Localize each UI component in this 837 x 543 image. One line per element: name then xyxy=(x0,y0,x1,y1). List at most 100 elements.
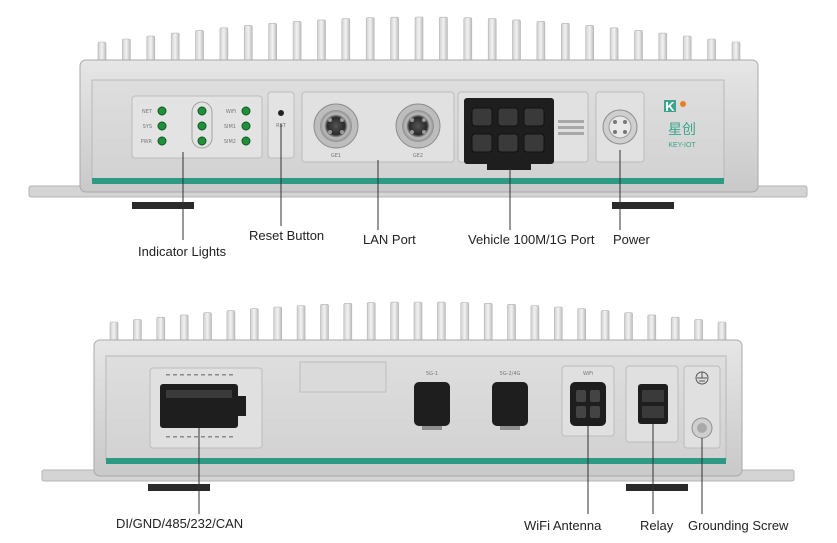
terminal-pin-marker xyxy=(208,374,212,376)
terminal-pin-marker xyxy=(166,374,170,376)
top-device: NET SYS PWR WiFi SIM1 SIM2 RST xyxy=(28,16,808,209)
terminal-pin-marker xyxy=(222,436,226,438)
callout-grounding-screw: Grounding Screw xyxy=(688,518,789,533)
reset-button[interactable] xyxy=(278,110,284,116)
led-sys xyxy=(157,121,167,131)
heat-sink-fin xyxy=(512,19,521,67)
grounding-panel xyxy=(683,365,721,449)
ground-symbol-icon xyxy=(695,371,709,385)
terminal-pin-marker xyxy=(173,436,177,438)
5g-antenna-port-1[interactable] xyxy=(414,382,450,426)
terminal-pin-marker xyxy=(229,436,233,438)
callout-indicator-lights: Indicator Lights xyxy=(138,244,227,259)
lan-port-1[interactable] xyxy=(320,110,352,142)
callout-lines xyxy=(182,124,703,514)
led-label-sim2: SIM2 xyxy=(224,139,236,145)
brand-logo: K 星创 KEY-IOT xyxy=(664,99,696,149)
callout-relay: Relay xyxy=(640,518,674,533)
heat-sink-fin xyxy=(366,302,376,347)
bottom-device: 5G-1 5G-2/4G WiFi xyxy=(41,301,795,491)
terminal-pin-marker xyxy=(215,436,219,438)
heat-sink-fin xyxy=(414,16,424,67)
heat-sink-fins xyxy=(97,16,741,67)
callout-di-port: DI/GND/485/232/CAN xyxy=(116,516,244,531)
callout-reset-button: Reset Button xyxy=(249,228,325,243)
heat-sink-fin xyxy=(390,301,399,347)
led-label-net: NET xyxy=(142,109,153,115)
terminal-pin-marker xyxy=(194,374,198,376)
heat-sink-fin xyxy=(536,21,546,67)
heat-sink-fin xyxy=(413,301,423,347)
callout-lan-port: LAN Port xyxy=(363,232,416,247)
terminal-pin-marker xyxy=(187,374,191,376)
heat-sink-fin xyxy=(487,18,497,67)
terminal-pin-marker xyxy=(215,374,219,376)
indicator-lights-panel: NET SYS PWR WiFi SIM1 SIM2 xyxy=(131,95,263,159)
terminal-pin-marker xyxy=(222,374,226,376)
terminal-pin-marker xyxy=(187,436,191,438)
led-net xyxy=(157,106,167,116)
wifi-antenna-panel: WiFi xyxy=(561,365,615,437)
heat-sink-fin xyxy=(317,19,326,67)
led-signal-1 xyxy=(197,106,207,116)
led-label-wifi: WiFi xyxy=(226,109,236,115)
heat-sink-fin xyxy=(463,17,473,67)
rubber-foot xyxy=(612,202,674,209)
heat-sink-fin xyxy=(390,16,399,67)
heat-sink-fin xyxy=(292,21,302,67)
rubber-foot xyxy=(132,202,194,209)
lan-ports-panel: GE1 GE2 xyxy=(301,91,455,163)
led-pwr xyxy=(157,136,167,146)
signal-bracket xyxy=(191,101,213,149)
5g-antenna-port-2[interactable] xyxy=(492,382,528,426)
led-label-pwr: PWR xyxy=(141,139,153,145)
wifi-port-label: WiFi xyxy=(583,371,593,377)
brand-name: KEY-IOT xyxy=(668,142,696,149)
relay-panel xyxy=(625,365,679,443)
terminal-pin-marker xyxy=(180,436,184,438)
led-sim2 xyxy=(241,136,251,146)
blank-cover xyxy=(299,361,387,393)
callout-power: Power xyxy=(613,232,650,247)
led-signal-3 xyxy=(197,136,207,146)
accent-stripe xyxy=(106,458,726,464)
heat-sink-fins xyxy=(109,301,727,347)
terminal-pin-marker xyxy=(201,374,205,376)
terminal-pin-marker xyxy=(194,436,198,438)
terminal-pin-marker xyxy=(180,374,184,376)
terminal-pin-marker xyxy=(166,436,170,438)
rubber-foot xyxy=(626,484,688,491)
wifi-antenna-port[interactable] xyxy=(570,382,606,426)
heat-sink-fin xyxy=(460,302,470,347)
lan-port-2[interactable] xyxy=(402,110,434,142)
terminal-pin-marker xyxy=(201,436,205,438)
5g-port-2-panel: 5G-2/4G xyxy=(492,371,528,430)
terminal-pin-marker xyxy=(173,374,177,376)
5g-port-2-label: 5G-2/4G xyxy=(500,371,521,377)
callout-vehicle-port: Vehicle 100M/1G Port xyxy=(468,232,595,247)
di-terminal-panel xyxy=(149,367,263,449)
led-label-sim1: SIM1 xyxy=(224,124,236,130)
rubber-foot xyxy=(148,484,210,491)
vehicle-port-panel xyxy=(457,91,589,170)
5g-port-1-panel: 5G-1 xyxy=(414,371,450,430)
led-signal-2 xyxy=(197,121,207,131)
led-wifi xyxy=(241,106,251,116)
heat-sink-fin xyxy=(365,17,375,67)
lan-label-2: GE2 xyxy=(413,153,423,159)
lan-label-1: GE1 xyxy=(331,153,341,159)
terminal-pin-marker xyxy=(208,436,212,438)
heat-sink-fin xyxy=(437,301,446,347)
terminal-pin-marker xyxy=(229,374,233,376)
callout-wifi-antenna: WiFi Antenna xyxy=(524,518,602,533)
logo-dot xyxy=(680,101,686,107)
accent-stripe xyxy=(92,178,724,184)
heat-sink-fin xyxy=(341,18,351,67)
5g-port-1-label: 5G-1 xyxy=(426,371,438,377)
logo-letter: K xyxy=(665,99,675,114)
brand-name-cn: 星创 xyxy=(668,122,696,138)
led-label-sys: SYS xyxy=(143,124,152,130)
heat-sink-fin xyxy=(439,16,448,67)
led-sim1 xyxy=(241,121,251,131)
